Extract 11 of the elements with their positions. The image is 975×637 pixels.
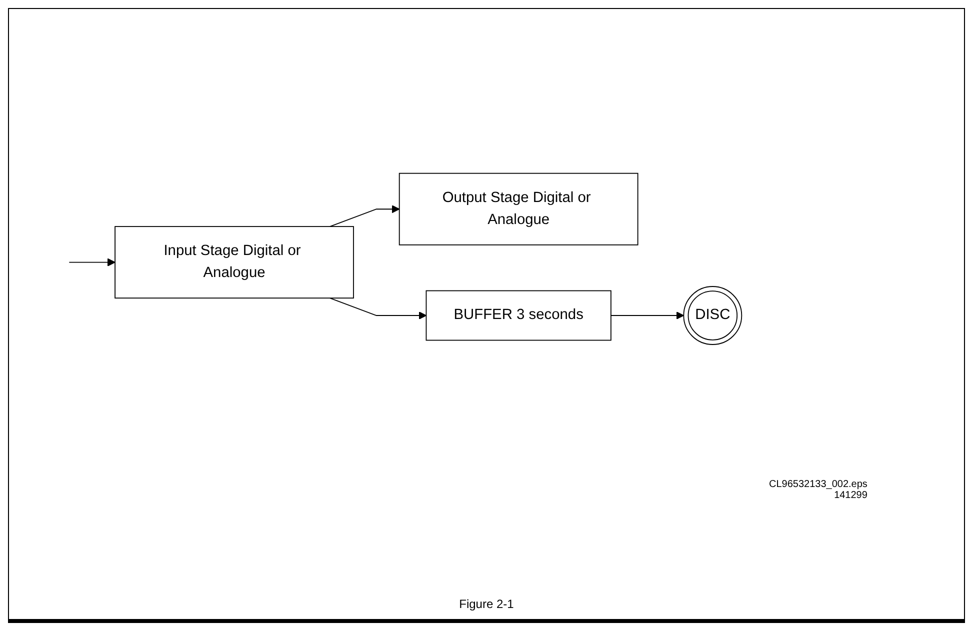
arrow bbox=[329, 298, 427, 320]
arrow bbox=[329, 205, 400, 228]
node-box: BUFFER 3 seconds bbox=[426, 290, 612, 341]
file-note: CL96532133_002.eps bbox=[769, 479, 868, 490]
figure-caption: Figure 2-1 bbox=[458, 597, 515, 611]
node-circle: DISC bbox=[683, 286, 742, 346]
node-box: Input Stage Digital or Analogue bbox=[114, 226, 354, 299]
node-box: Output Stage Digital or Analogue bbox=[398, 172, 638, 246]
arrow bbox=[68, 258, 116, 266]
arrow bbox=[610, 312, 684, 320]
file-note: 141299 bbox=[833, 490, 868, 501]
